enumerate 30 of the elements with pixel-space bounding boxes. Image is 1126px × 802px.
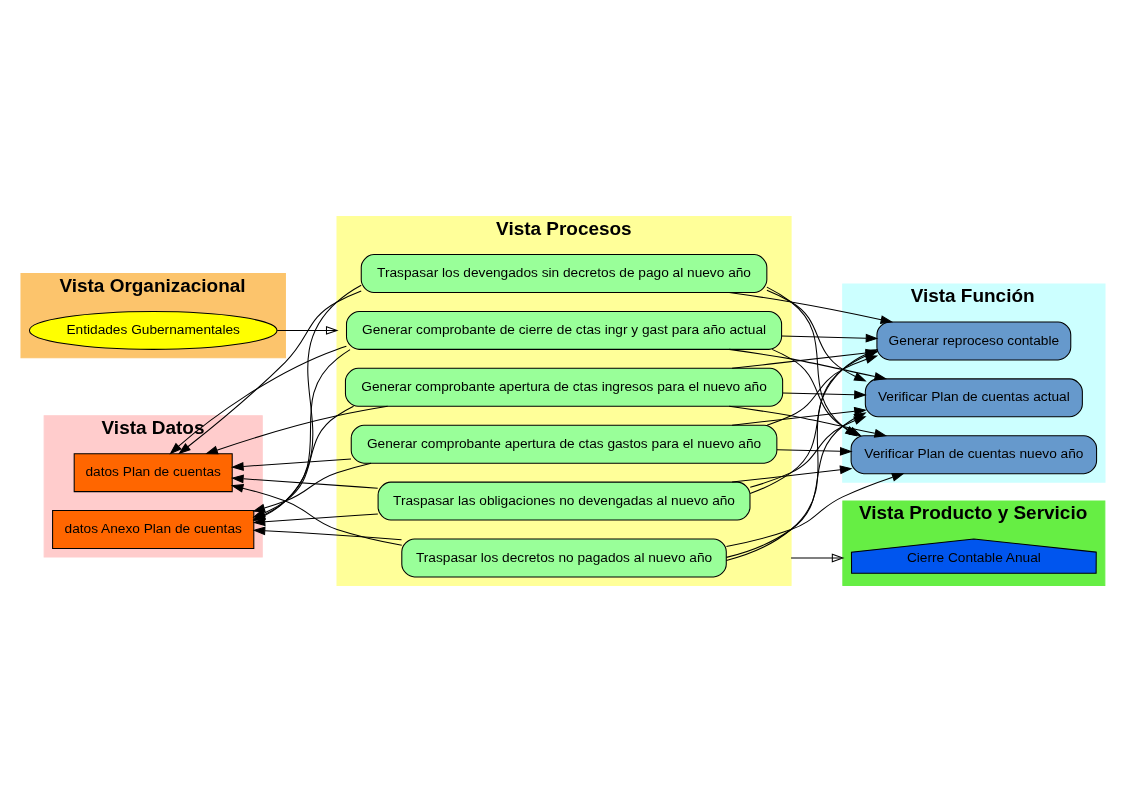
node-ellipse: Entidades Gubernamentales: [28, 310, 278, 350]
arrow: [205, 405, 389, 455]
node-box: Generar reproceso contable: [876, 321, 1072, 361]
arrow: [230, 483, 403, 546]
arrow: [231, 474, 379, 489]
arrow: [178, 290, 362, 455]
arrow: [276, 326, 339, 335]
arrow: [766, 289, 867, 382]
node-box: Traspasar los decretos no pagados al nuevo año: [401, 538, 727, 578]
arrow: [725, 473, 905, 547]
node-box: Verificar Plan de cuentas actual: [864, 378, 1083, 418]
node-box: datos Anexo Plan de cuentas: [52, 510, 255, 549]
node-box: Generar comprobante de cierre de ctas ingr y gast para año actual: [345, 310, 783, 350]
arrow: [252, 526, 403, 541]
node-box: datos Plan de cuentas: [73, 453, 233, 493]
arrow: [776, 446, 853, 456]
arrow: [766, 286, 858, 437]
arrow: [231, 458, 352, 471]
arrow: [790, 553, 845, 563]
node-box: Traspasar los devengados sin decretos de pago al nuevo año: [360, 254, 768, 293]
arrow: [731, 465, 853, 483]
node-box: Generar comprobante apertura de ctas gastos para el nuevo año: [350, 424, 778, 464]
arrow: [169, 345, 347, 455]
arrow: [782, 390, 867, 400]
arrow: [781, 333, 879, 343]
node-box: Traspasar las obligaciones no devengadas al nuevo año: [377, 481, 751, 521]
node-box: Verificar Plan de cuentas nuevo año: [850, 435, 1098, 475]
arrow: [252, 462, 372, 513]
arrow: [728, 291, 894, 324]
node-box: Generar comprobante apertura de ctas ingresos para el nuevo año: [344, 367, 784, 407]
